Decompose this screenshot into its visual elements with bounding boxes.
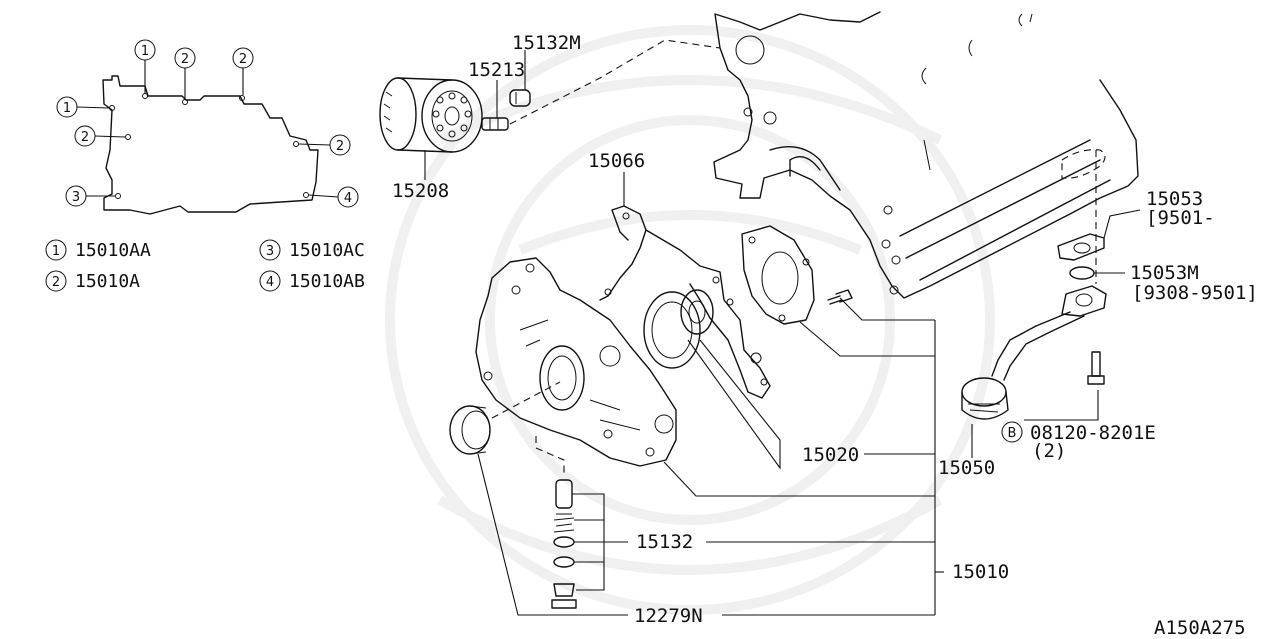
callout-2-top-b: 2 [232,47,254,95]
front-cover-gasket [599,205,771,399]
filter-connector [481,117,509,131]
oil-strainer [961,285,1107,420]
legend-item: 3 15010AC [259,239,365,261]
front-cover-bolt [827,289,853,305]
callout-2-right: 2 [298,134,351,156]
callout-4-right: 4 [308,186,359,208]
strainer-o-ring [1069,266,1095,280]
svg-text:15010AA: 15010AA [75,240,151,261]
leader-lines [424,50,1141,616]
legend-item: 4 15010AB [259,270,365,292]
svg-text:15010AC: 15010AC [289,240,365,261]
label-08120-bolt: B 08120-8201E (2) [1001,421,1156,462]
pressure-switch [509,89,531,107]
label-15053M-range: [9308-9501] [1132,282,1258,304]
label-15050: 15050 [938,457,995,479]
oil-pump-outer-gear [643,291,701,369]
svg-text:B: B [1008,426,1017,441]
valve-dashline [535,436,565,476]
seal-dashline [491,381,561,419]
label-15208: 15208 [392,180,449,202]
callout-3-left: 3 [65,185,115,207]
legend-item: 1 15010AA [45,239,151,261]
callout-1-left: 1 [56,96,110,118]
label-15020: 15020 [802,444,859,466]
front-cover-outline [102,75,319,215]
oil-filter [379,77,483,153]
filter-mount-dashline [509,39,721,125]
svg-text:2: 2 [52,275,60,290]
front-oil-seal [449,405,491,455]
pump-gasket [741,225,815,325]
oil-pump-inner-gear [680,289,714,335]
svg-text:15010A: 15010A [75,271,140,292]
front-cover-body [475,257,677,467]
svg-text:1: 1 [63,101,71,116]
engine-block-outline [713,11,1139,299]
strainer-bolt [1087,351,1105,385]
svg-text:1: 1 [52,244,60,259]
svg-text:3: 3 [72,190,80,205]
callout-2-top-a: 2 [174,47,196,99]
svg-text:3: 3 [266,244,274,259]
callout-markers: 1 2 2 1 2 2 3 [56,39,359,208]
diagram-reference-code: A150A275 [1154,617,1246,639]
label-15053M: 15053M [1130,262,1199,284]
svg-text:2: 2 [81,130,89,145]
legend-item: 2 15010A [45,270,140,292]
label-15053-range: [9501- ] [1146,207,1280,229]
svg-text:08120-8201E: 08120-8201E [1030,422,1156,444]
svg-text:15010AB: 15010AB [289,271,365,292]
bolt-legend: 1 15010AA 2 15010A 3 15010AC 4 15010AB [45,239,365,292]
label-15066: 15066 [588,150,645,172]
svg-text:2: 2 [239,52,247,67]
svg-text:1: 1 [141,44,149,59]
label-15132: 15132 [636,531,693,553]
callout-2-left: 2 [74,125,126,147]
svg-text:2: 2 [181,52,189,67]
svg-text:2: 2 [336,139,344,154]
svg-text:4: 4 [344,191,352,206]
svg-text:4: 4 [266,275,274,290]
svg-text:(2): (2) [1032,440,1066,462]
watermark-emblem [385,25,995,615]
label-15010: 15010 [952,561,1009,583]
label-12279N: 12279N [634,605,703,627]
label-15213: 15213 [468,59,525,81]
part-labels: 15132M 15213 15208 15066 15053 [9501- ] … [392,32,1280,639]
callout-1-top: 1 [134,39,156,93]
label-15132M: 15132M [512,32,581,54]
strainer-gasket [1057,233,1105,261]
label-15053: 15053 [1146,188,1203,210]
